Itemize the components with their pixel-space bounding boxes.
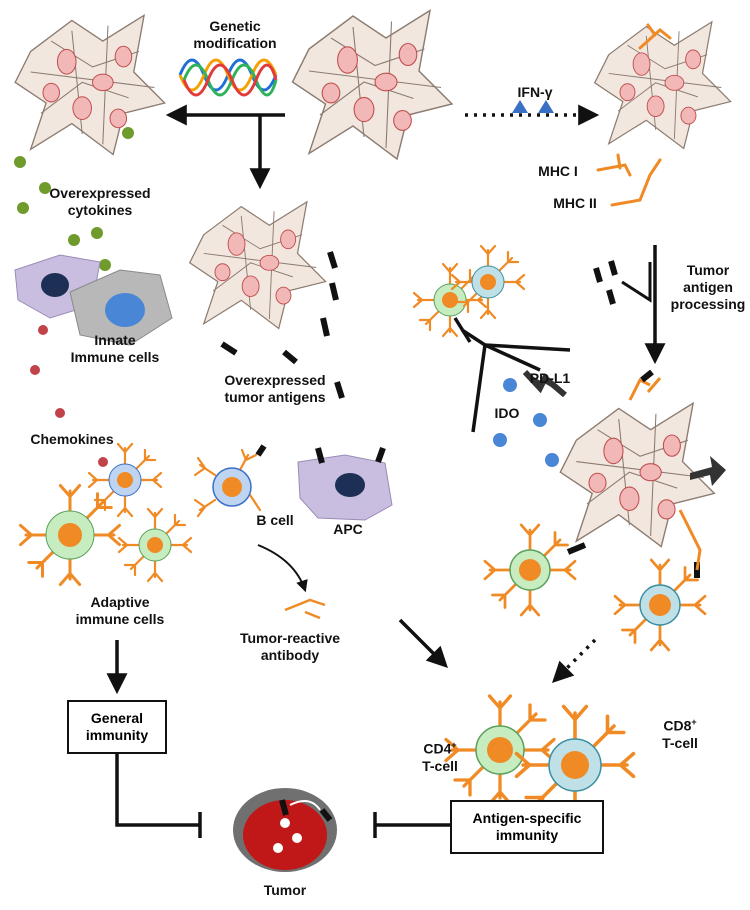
arrow-ifn-gamma [465,100,600,126]
dna-helix-icon [178,58,278,97]
label-chemokines: Chemokines [30,431,114,447]
tcell-engaging-tumor-right [613,509,707,652]
cytokine-dots [14,127,134,271]
processing-fragments [593,260,618,305]
label-apc: APC [333,521,363,537]
cd4-tcell [444,694,556,806]
pdl1-inhibition [453,317,571,433]
label-tumor: Tumor [263,882,307,898]
line-general-to-tumor [115,752,200,827]
output-arrow-icon [690,456,726,486]
label-ido: IDO [494,405,520,421]
innate-immune-cells [14,254,173,346]
label-cd4-tcell: CD4+T-cell [422,740,458,774]
tumor-icon [233,788,337,872]
original-tumor-cells [291,9,453,160]
pdl1-arrow-icon [522,369,567,398]
label-mhc1: MHC I [538,163,578,179]
dendritic-cells [412,244,526,338]
label-cd8-tcell: CD8+T-cell [662,717,698,751]
modified-tumor-cells [14,14,166,156]
label-b-cell: B cell [256,512,294,528]
ido-dots [493,378,559,467]
label-ifn-gamma: IFN-γ [517,84,553,100]
tcell-engaging-tumor-left [483,523,587,617]
label-mhc2: MHC II [553,195,597,211]
label-pd-l1: PD-L1 [529,370,571,386]
antigen-overexpressing-tumor-cells [189,201,327,330]
apc-cell [297,446,393,521]
dotted-arrow-to-tcells [552,638,597,683]
ifn-triangle-icon [512,100,528,113]
arrow-to-tcells [398,618,448,668]
arrow-to-antibody [257,544,308,593]
tumor-mhc-engaged [628,377,662,401]
cd8-tcell [514,704,636,826]
chemokine-dots [30,325,108,467]
ifn-treated-tumor-cells [594,21,732,150]
adaptive-immune-cells [18,442,193,587]
presented-antigen [640,369,654,383]
arrow-genetic-modification [165,104,285,190]
antibody-fragment-icon [621,262,652,303]
mhc-molecules [596,23,672,207]
ifn-triangle-icon [538,100,554,113]
b-cell [193,444,267,518]
tumor-antigen-fragments [220,251,345,399]
antibody-icon [284,598,326,620]
